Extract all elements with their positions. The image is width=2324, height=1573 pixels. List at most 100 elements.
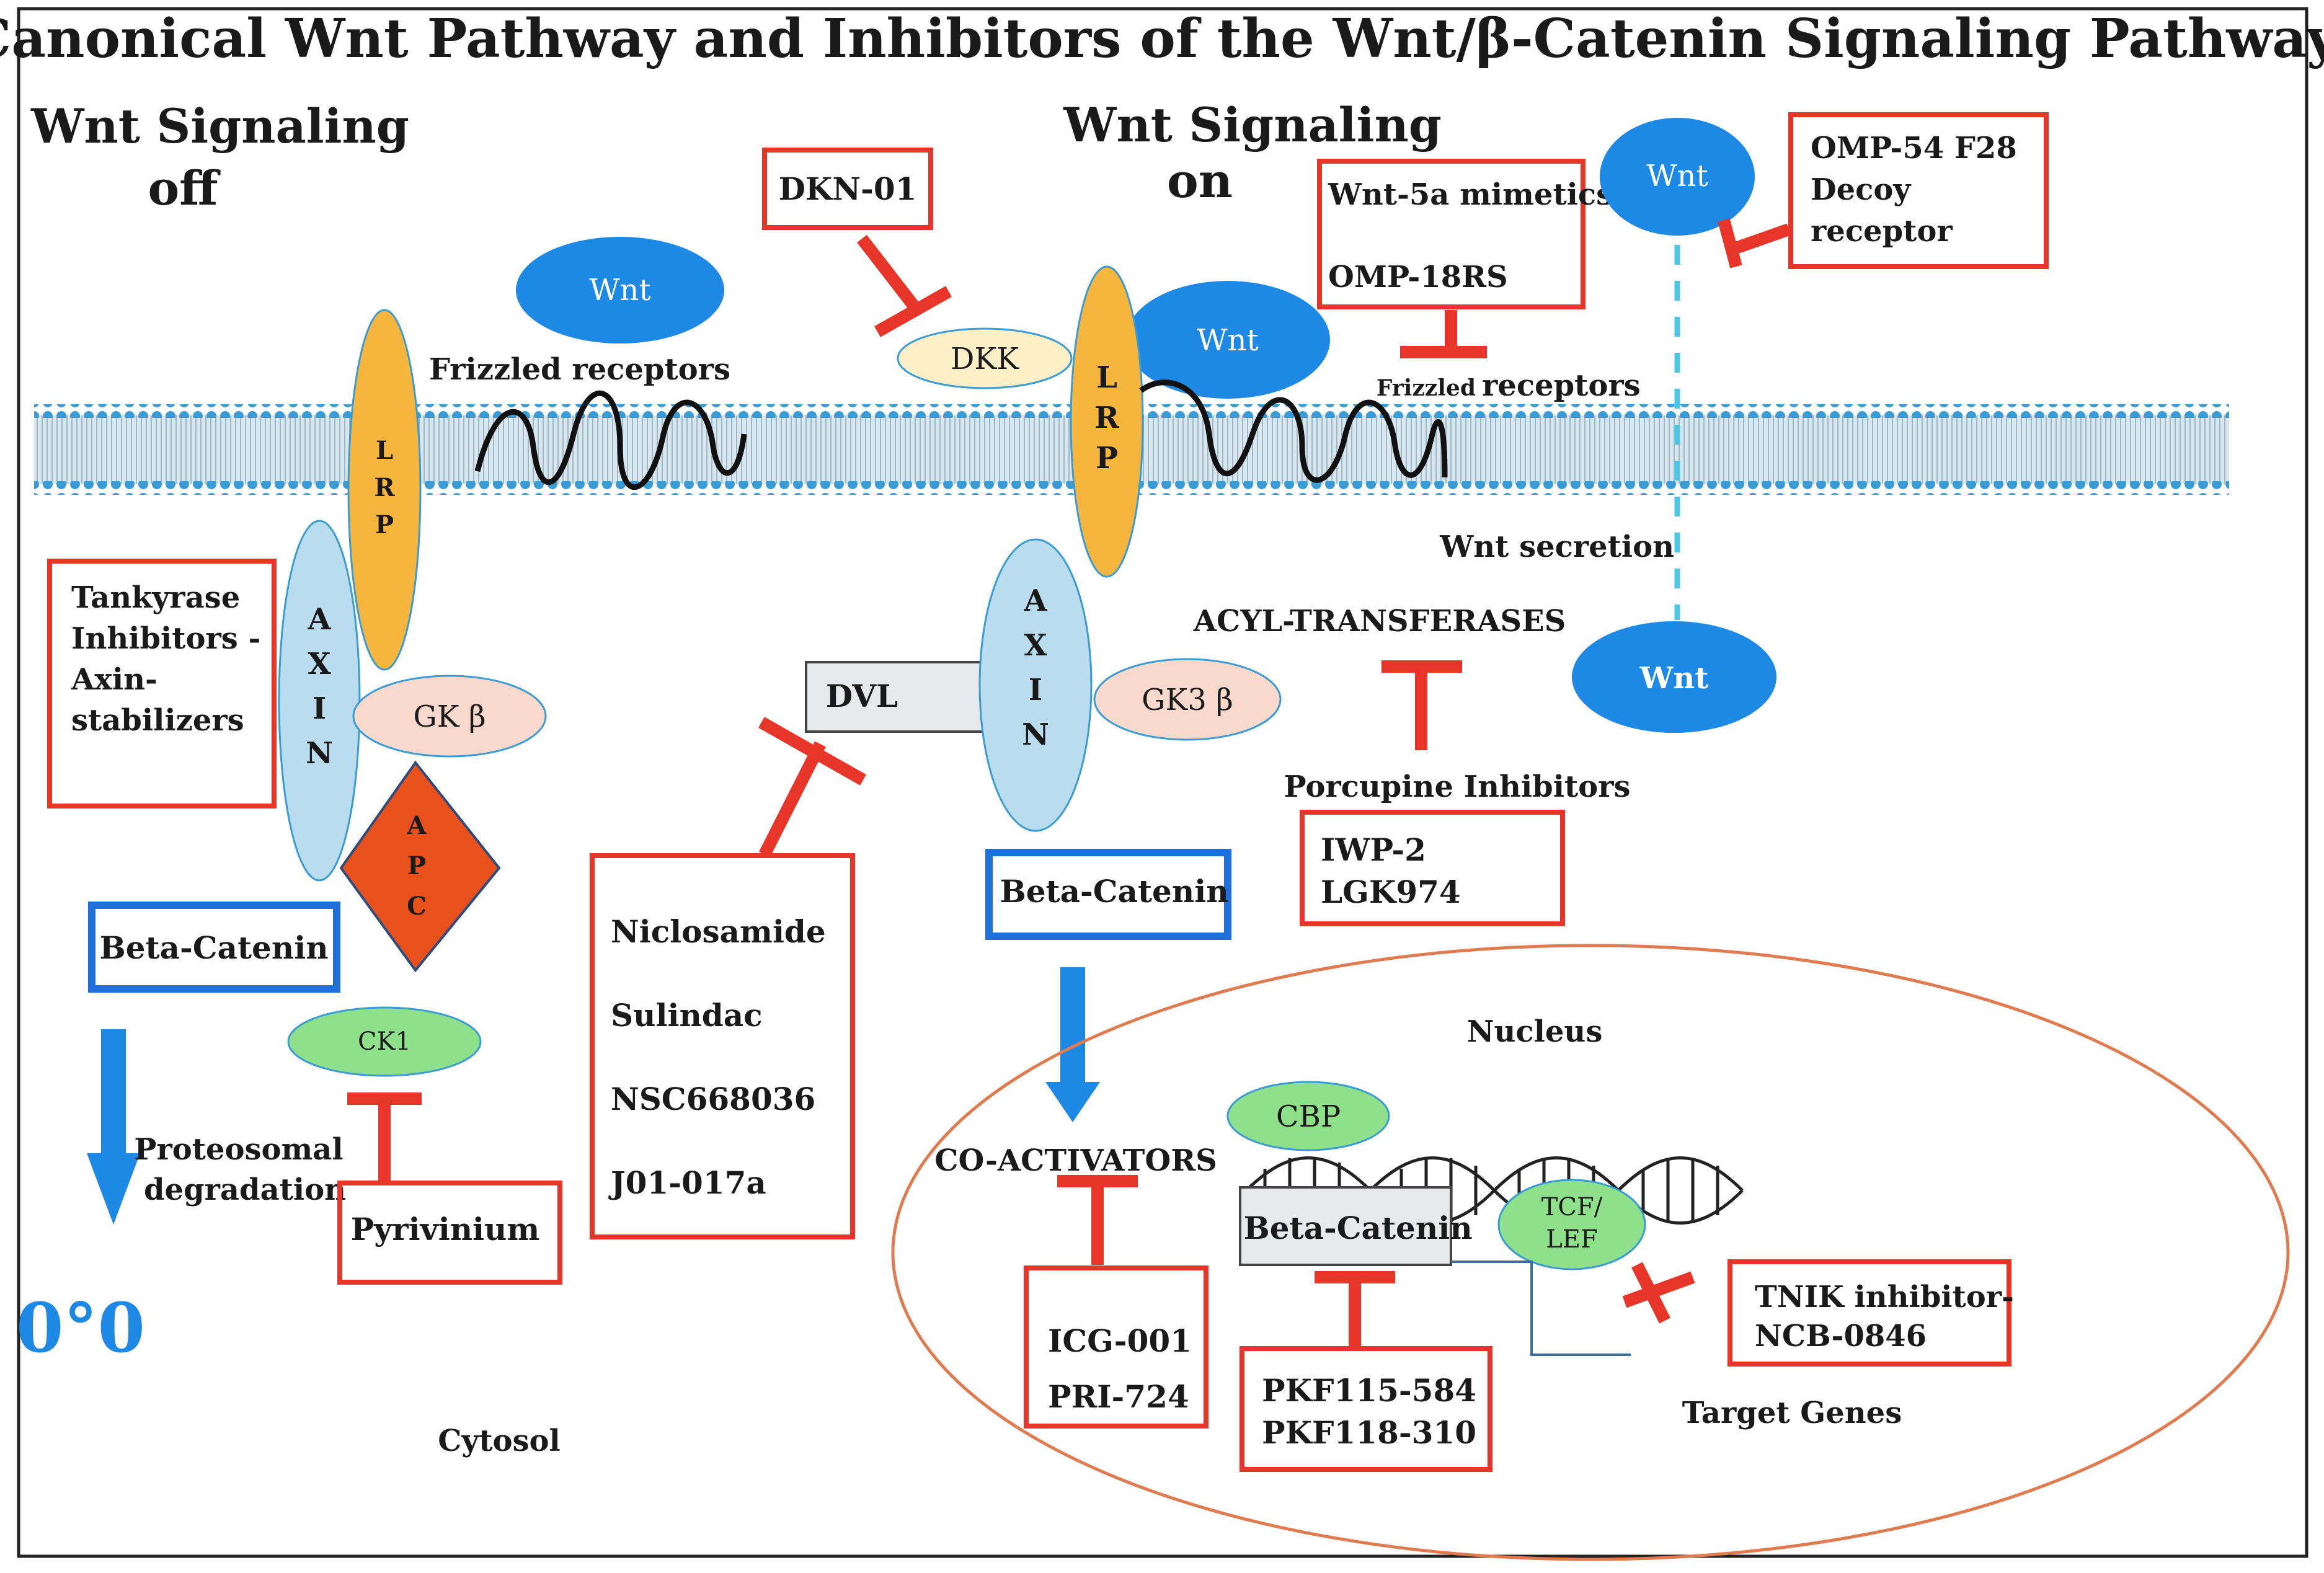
apc-letter-2: C	[407, 892, 427, 921]
pkf-inhibitor-symbol	[1315, 1271, 1395, 1349]
beta-catenin-nuclear-label: Beta-Catenin	[1243, 1210, 1472, 1246]
beta-catenin-nuclear	[1239, 1186, 1452, 1266]
nuclear-translocation-arrow-shaft	[1060, 967, 1085, 1085]
lrp-right-letter-2: P	[1096, 441, 1118, 476]
ck1	[287, 1006, 482, 1077]
porcupine-inhibitors-label: Porcupine Inhibitors	[1284, 769, 1631, 804]
wnt-ligand-bottom-label: Wnt	[1639, 661, 1709, 696]
axin-left-letter-1: X	[308, 647, 331, 681]
porcupine-line-1: LGK974	[1321, 874, 1461, 910]
gk-beta-left	[352, 675, 547, 758]
porcupine-inhibitors-box	[1300, 810, 1565, 926]
tcf-lef-label-line2: LEF	[1546, 1225, 1598, 1254]
pyrivinium-inhibitor-symbol	[347, 1092, 422, 1183]
lrp-left	[347, 309, 422, 671]
lrp-left-letter-0: L	[376, 436, 393, 465]
lrp-left-letter-2: P	[375, 510, 394, 539]
lrp-left-letter-1: R	[374, 473, 395, 502]
proteosomal-line2: degradation	[144, 1172, 346, 1207]
beta-catenin-right	[985, 849, 1231, 940]
wnt-off-heading-line1: Wnt Signaling	[30, 99, 409, 154]
pyrivinium-box	[337, 1181, 562, 1285]
omp54-inhibitor-symbol	[1718, 218, 1791, 268]
porcupine-line-0: IWP-2	[1321, 831, 1426, 868]
wnt5a-line-0: Wnt-5a mimetics	[1328, 177, 1613, 212]
omp54-decoy-box	[1788, 112, 2049, 269]
coactivators-label: CO-ACTIVATORS	[934, 1143, 1217, 1178]
axin-left-letter-2: I	[313, 691, 326, 726]
dvl-inhibitor-3: J01-017a	[608, 1164, 766, 1201]
pkf-line-0: PKF115-584	[1262, 1372, 1476, 1409]
frizzled-small-label: Frizzled	[1377, 375, 1476, 401]
dkn01-box	[762, 148, 933, 230]
omp54-line-1: Decoy	[1811, 172, 1912, 207]
apc-letter-0: A	[406, 811, 427, 840]
wnt-ligand-right	[1125, 281, 1330, 399]
lrp-right	[1070, 265, 1144, 578]
wnt5a-line-1: OMP-18RS	[1328, 260, 1508, 295]
wnt-ligand-bottom	[1572, 621, 1776, 733]
wnt-ligand-left	[516, 237, 724, 343]
axin-right-letter-1: X	[1024, 628, 1047, 663]
omp54-line-0: OMP-54 F28	[1811, 131, 2017, 166]
nucleus	[891, 944, 2290, 1561]
pyrivinium-label: Pyrivinium	[351, 1211, 540, 1247]
frizzled-receptor-right	[1139, 379, 1448, 483]
dkk-label: DKK	[951, 342, 1019, 376]
gk3-beta	[1093, 658, 1282, 741]
wnt-ligand-top	[1600, 118, 1755, 236]
degradation-arrow-shaft	[101, 1029, 126, 1159]
pkf-box	[1240, 1346, 1492, 1472]
tankyrase-line-0: Tankyrase	[71, 580, 240, 615]
apc-diamond	[339, 760, 501, 973]
dkn01-label: DKN-01	[779, 171, 917, 207]
frizzled-receptor-left	[474, 390, 747, 490]
omp54-line-2: receptor	[1811, 214, 1953, 249]
axin-left-letter-3: N	[306, 736, 333, 771]
dkn01-inhibitor-symbol	[857, 234, 952, 337]
apc-letter-1: P	[407, 851, 426, 880]
cbp	[1226, 1081, 1390, 1151]
cbp-label: CBP	[1276, 1099, 1341, 1134]
tnik-line-0: TNIK inhibitor-	[1755, 1280, 2014, 1314]
dvl-inhibitor-symbol	[758, 717, 866, 857]
beta-catenin-left	[88, 902, 340, 993]
dvl-inhibitor-1: Sulindac	[611, 997, 763, 1034]
cytosol-label: Cytosol	[438, 1424, 561, 1458]
tankyrase-inhibitors-box	[47, 559, 277, 809]
wnt-ligand-top-label: Wnt	[1646, 159, 1708, 193]
axin-right-letter-2: I	[1029, 673, 1042, 707]
degraded-fragments: 0°0	[16, 1288, 145, 1368]
dvl-inhibitor-2: NSC668036	[611, 1081, 815, 1117]
beta-catenin-left-label: Beta-Catenin	[99, 929, 328, 966]
dkk	[897, 327, 1073, 389]
icg-inhibitor-symbol	[1057, 1175, 1138, 1265]
degradation-arrow-head	[87, 1153, 140, 1225]
lrp-right-letter-0: L	[1096, 360, 1117, 395]
acyl-transferases-label: ACYL-TRANSFERASES	[1193, 604, 1566, 639]
target-genes-label: Target Genes	[1682, 1396, 1902, 1430]
tnik-box	[1727, 1259, 2011, 1367]
wnt-off-heading-line2: off	[148, 161, 221, 216]
frizzled-receptors-label-left: Frizzled receptors	[429, 352, 730, 387]
wnt-on-heading-line2: on	[1167, 153, 1233, 208]
nuclear-translocation-arrow-head	[1045, 1082, 1100, 1122]
porcupine-inhibitor-symbol	[1382, 660, 1462, 750]
axin-right-letter-3: N	[1022, 717, 1049, 752]
wnt5a-inhibitor-symbol	[1400, 310, 1487, 358]
lrp-right-letter-1: R	[1094, 401, 1120, 435]
tcf-lef-label-line1: TCF/	[1541, 1193, 1603, 1221]
nucleus-label: Nucleus	[1467, 1014, 1603, 1049]
tankyrase-line-3: stabilizers	[71, 703, 244, 738]
gk-beta-left-label: GK β	[413, 699, 486, 734]
tankyrase-line-2: Axin-	[71, 662, 157, 697]
dvl-inhibitors-box	[590, 853, 855, 1239]
tnik-inhibitor-symbol	[1622, 1262, 1695, 1324]
frizzled-receptors-label-right: receptors	[1482, 368, 1641, 403]
wnt-secretion-label: Wnt secretion	[1439, 530, 1674, 564]
wnt-ligand-right-label: Wnt	[1197, 323, 1259, 358]
dvl-inhibitor-0: Niclosamide	[611, 913, 826, 950]
axin-right	[978, 538, 1093, 832]
